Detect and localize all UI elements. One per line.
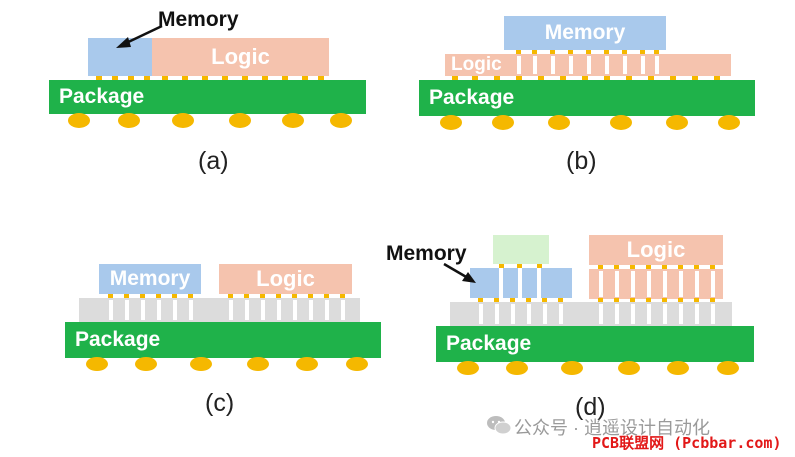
memory-callout-a: Memory: [158, 8, 239, 31]
logic-die-a: Logic: [152, 38, 329, 76]
memory-label-b: Memory: [544, 21, 626, 44]
logic-base-d: [589, 269, 723, 299]
interposer-d: [450, 302, 732, 326]
caption-c: (c): [205, 389, 235, 417]
logic-label-c: Logic: [256, 266, 315, 291]
caption-d: (d): [575, 393, 606, 421]
callout-arrow-d: [443, 262, 476, 283]
stacked-die-d: [493, 235, 549, 264]
callout-arrow-a: [116, 24, 163, 48]
logic-label-d: Logic: [626, 237, 686, 262]
wechat-icon: [487, 416, 512, 435]
logic-label-b: Logic: [451, 54, 502, 75]
memory-callout-d: Memory: [386, 242, 467, 265]
package-b: Package: [419, 80, 755, 116]
watermark-site: PCB联盟网 (Pcbbar.com): [592, 434, 782, 452]
watermark-account: 公众号 · 逍遥设计自动化: [514, 418, 710, 438]
logic-label-a: Logic: [211, 44, 270, 69]
caption-a: (a): [198, 147, 229, 175]
package-a: Package: [49, 80, 366, 114]
logic-die-d: Logic: [589, 235, 723, 265]
package-label-d: Package: [446, 332, 532, 355]
interposer-c: [79, 298, 360, 322]
logic-die-c: Logic: [219, 264, 352, 294]
package-d: Package: [436, 326, 754, 362]
memory-die-b: Memory: [504, 16, 666, 50]
package-c: Package: [65, 322, 381, 358]
package-label-a: Package: [59, 85, 145, 108]
package-label-b: Package: [429, 86, 515, 109]
memory-die-a: [88, 38, 152, 76]
package-label-c: Package: [75, 328, 161, 351]
caption-b: (b): [566, 147, 597, 175]
memory-label-c: Memory: [109, 267, 191, 290]
memory-die-c: Memory: [99, 264, 201, 294]
